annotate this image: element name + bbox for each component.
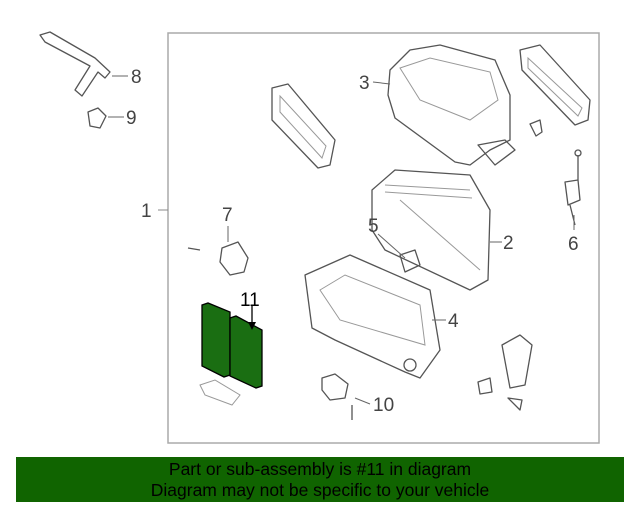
part-seal[interactable] xyxy=(501,334,533,389)
part-9-clip[interactable] xyxy=(87,107,107,129)
assembly-frame xyxy=(167,32,600,444)
callout-7: 7 xyxy=(222,205,233,226)
callout-2: 2 xyxy=(503,233,514,254)
screw-icon xyxy=(187,247,201,251)
callout-4: 4 xyxy=(448,311,459,332)
callout-5: 5 xyxy=(368,216,379,237)
leader-10 xyxy=(354,397,371,405)
part-gasket-right[interactable] xyxy=(519,44,591,126)
leader-5 xyxy=(377,233,406,259)
arrow-icon xyxy=(248,322,256,330)
callout-10: 10 xyxy=(373,395,394,416)
part-clip[interactable] xyxy=(477,377,493,395)
part-8-pipe[interactable] xyxy=(39,31,111,97)
callout-9: 9 xyxy=(126,108,137,129)
part-2-evaporator[interactable] xyxy=(371,169,491,291)
banner-line-disclaimer: Diagram may not be specific to your vehi… xyxy=(150,480,490,500)
part-6-sensor[interactable] xyxy=(564,149,582,226)
part-11-cabin-filter[interactable] xyxy=(201,302,263,389)
callout-1: 1 xyxy=(141,201,152,222)
part-10-connector[interactable] xyxy=(321,373,353,420)
info-banner: Part or sub-assembly is #11 in diagram D… xyxy=(16,457,624,502)
leader-3 xyxy=(372,81,391,85)
part-4-lower-case[interactable] xyxy=(304,254,441,379)
part-gasket-left[interactable] xyxy=(271,83,336,169)
part-7-resistor[interactable] xyxy=(219,241,249,276)
callout-6: 6 xyxy=(568,234,579,255)
callout-3: 3 xyxy=(359,73,370,94)
callout-11: 11 xyxy=(240,290,260,311)
part-5-valve[interactable] xyxy=(399,249,421,273)
banner-line-part: Part or sub-assembly is #11 in diagram xyxy=(168,459,472,479)
part-3-upper-case[interactable] xyxy=(387,44,516,166)
part-bracket[interactable] xyxy=(199,379,241,406)
screw-icon xyxy=(507,397,523,411)
screw-icon xyxy=(529,119,543,137)
callout-8: 8 xyxy=(131,67,142,88)
